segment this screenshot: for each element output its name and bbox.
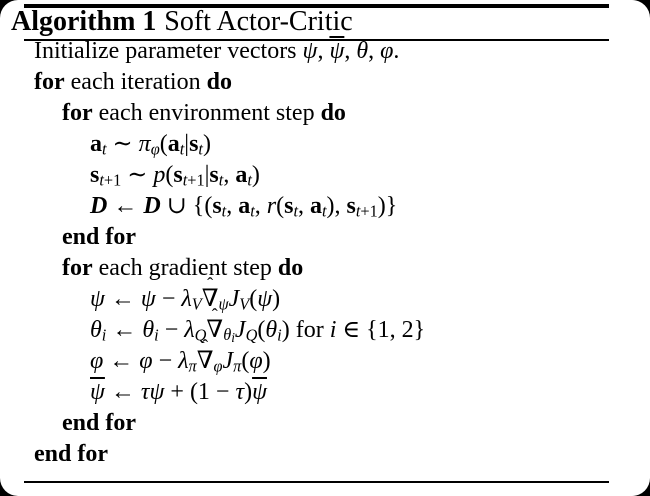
algorithm-body: Initialize parameter vectors ψ, ψ, θ, φ.… — [34, 36, 634, 470]
bottom-rule — [24, 481, 609, 483]
algorithm-line: end for — [62, 410, 136, 436]
algorithm-line: end for — [62, 224, 136, 250]
algorithm-line: st+1 ∼ p(st+1|st, at) — [90, 162, 260, 190]
algorithm-line: for each gradient step do — [62, 255, 304, 281]
algorithm-line: Initialize parameter vectors ψ, ψ, θ, φ. — [34, 38, 400, 64]
algorithm-line: ψ ← ψ − λV∇ψJV(ψ) — [34, 284, 634, 315]
algorithm-line: D ← D ∪ {(st, at, r(st, at), st+1)} — [90, 193, 398, 221]
algorithm-number-label: Algorithm 1 — [11, 6, 157, 37]
algorithm-line: ψ ← τψ + (1 − τ)ψ — [90, 379, 267, 405]
header-separator-rule — [24, 39, 609, 41]
algorithm-title: Soft Actor-Critic — [164, 6, 353, 37]
algorithm-line: θi ← θi − λQ∇θiJQ(θi) for i ∈ {1, 2} — [34, 315, 634, 346]
top-rule — [24, 4, 609, 8]
algorithm-line: for each iteration do — [34, 69, 232, 95]
algorithm-line: at ∼ πφ(at|st) — [90, 131, 211, 159]
algorithm-line: end for — [34, 441, 108, 467]
algorithm-line: for each environment step do — [62, 100, 346, 126]
algorithm-line: φ ← φ − λπ∇φJπ(φ) — [34, 346, 634, 377]
